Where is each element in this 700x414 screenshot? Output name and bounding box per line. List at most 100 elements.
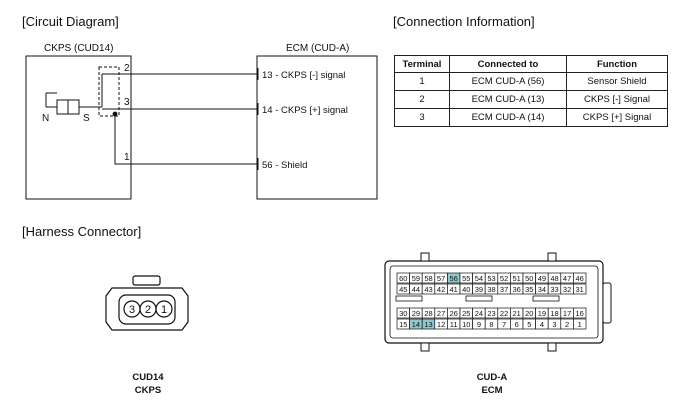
cuda-pin-number: 47 xyxy=(563,274,571,283)
cuda-pin-number: 58 xyxy=(424,274,432,283)
ecm-label: ECM (CUD-A) xyxy=(286,43,349,54)
cuda-pin-number: 45 xyxy=(399,285,407,294)
cuda-pin-number: 42 xyxy=(437,285,445,294)
circuit-diagram-title: [Circuit Diagram] xyxy=(22,14,119,29)
cuda-pin-number: 22 xyxy=(500,309,508,318)
cuda-pin-number: 1 xyxy=(578,320,582,329)
sensor-s-label: S xyxy=(83,113,90,124)
table-header-row: Terminal Connected to Function xyxy=(394,55,668,73)
ecm-pin-label: 13 - CKPS [-] signal xyxy=(262,70,345,81)
cuda-pin-number: 2 xyxy=(565,320,569,329)
cuda-pin-number: 3 xyxy=(552,320,556,329)
connection-table: Terminal Connected to Function 1 ECM CUD… xyxy=(394,55,668,127)
wire-pin-number: 3 xyxy=(124,97,130,108)
harness-connector-title: [Harness Connector] xyxy=(22,224,141,239)
cud14-caption-id: CUD14 xyxy=(132,372,164,383)
cuda-pin-number: 36 xyxy=(513,285,521,294)
cuda-pin-number: 38 xyxy=(487,285,495,294)
cuda-pin-number: 44 xyxy=(412,285,420,294)
cuda-pin-number: 39 xyxy=(475,285,483,294)
cud14-connector: 3 2 1 xyxy=(105,275,189,331)
cuda-pin-number: 28 xyxy=(424,309,432,318)
cuda-pin-cell xyxy=(573,307,587,319)
cuda-pin-number: 31 xyxy=(576,285,584,294)
table-row: 1 ECM CUD-A (56) Sensor Shield xyxy=(394,72,668,91)
wire-pin-number: 1 xyxy=(124,152,130,163)
cuda-pin-number: 52 xyxy=(500,274,508,283)
cuda-pin-number: 9 xyxy=(477,320,481,329)
cuda-pin-number: 33 xyxy=(550,285,558,294)
table-cell: 3 xyxy=(394,108,450,127)
table-cell: Sensor Shield xyxy=(566,72,668,91)
cuda-pin-number: 14 xyxy=(412,320,420,329)
cuda-pin-number: 46 xyxy=(576,274,584,283)
cuda-pin-number: 54 xyxy=(475,274,483,283)
sensor-n-label: N xyxy=(42,113,49,124)
cuda-pin-number: 26 xyxy=(450,309,458,318)
cuda-pin-number: 49 xyxy=(538,274,546,283)
cuda-pin-number: 51 xyxy=(513,274,521,283)
cuda-pin-number: 57 xyxy=(437,274,445,283)
cuda-pin-number: 24 xyxy=(475,309,483,318)
ecm-box xyxy=(256,55,378,200)
cud14-pin: 1 xyxy=(161,304,167,316)
cuda-pin-number: 37 xyxy=(500,285,508,294)
cuda-pin-cell xyxy=(573,318,587,330)
table-cell: CKPS [-] Signal xyxy=(566,90,668,109)
cuda-pin-number: 13 xyxy=(424,320,432,329)
cuda-pin-number: 59 xyxy=(412,274,420,283)
wire-pin1-shield xyxy=(114,114,258,165)
cuda-caption-name: ECM xyxy=(481,385,502,396)
cud14-caption-name: CKPS xyxy=(135,385,161,396)
cuda-pin-cell xyxy=(573,272,587,284)
cuda-pin-cell xyxy=(573,283,587,295)
wire-pin-number: 2 xyxy=(124,63,130,74)
cuda-pin-number: 48 xyxy=(550,274,558,283)
cuda-pin-number: 8 xyxy=(489,320,493,329)
cuda-pin-number: 30 xyxy=(399,309,407,318)
table-cell: ECM CUD-A (56) xyxy=(449,72,567,91)
table-header: Function xyxy=(566,55,668,73)
cuda-pin-number: 15 xyxy=(399,320,407,329)
cuda-pin-number: 35 xyxy=(525,285,533,294)
cuda-pin-number: 17 xyxy=(563,309,571,318)
cuda-pin-number: 20 xyxy=(525,309,533,318)
ecm-pin-label: 56 - Shield xyxy=(262,160,307,171)
cuda-pin-number: 5 xyxy=(527,320,531,329)
table-cell: ECM CUD-A (13) xyxy=(449,90,567,109)
cuda-pin-number: 34 xyxy=(538,285,546,294)
shield-junction-dot xyxy=(112,111,118,117)
cuda-pin-number: 19 xyxy=(538,309,546,318)
cuda-pin-number: 53 xyxy=(487,274,495,283)
ckps-box xyxy=(25,55,132,200)
cuda-pin-number: 25 xyxy=(462,309,470,318)
ckps-label: CKPS (CUD14) xyxy=(44,43,113,54)
cuda-pin-number: 21 xyxy=(513,309,521,318)
cuda-pin-number: 7 xyxy=(502,320,506,329)
cuda-pin-number: 43 xyxy=(424,285,432,294)
cuda-pin-number: 4 xyxy=(540,320,544,329)
cuda-pin-number: 12 xyxy=(437,320,445,329)
cuda-pin-number: 56 xyxy=(450,274,458,283)
table-cell: ECM CUD-A (14) xyxy=(449,108,567,127)
table-row: 2 ECM CUD-A (13) CKPS [-] Signal xyxy=(394,90,668,109)
cuda-pin-number: 50 xyxy=(525,274,533,283)
table-header: Connected to xyxy=(449,55,567,73)
cuda-pin-number: 18 xyxy=(550,309,558,318)
cuda-pin-number: 23 xyxy=(487,309,495,318)
cuda-pin-number: 29 xyxy=(412,309,420,318)
table-cell: 2 xyxy=(394,90,450,109)
connection-info-title: [Connection Information] xyxy=(393,14,535,29)
shield-outline xyxy=(98,66,120,117)
cud14-pin: 2 xyxy=(145,304,151,316)
cuda-pin-number: 10 xyxy=(462,320,470,329)
cuda-pin-number: 6 xyxy=(515,320,519,329)
cuda-pin-number: 40 xyxy=(462,285,470,294)
table-header: Terminal xyxy=(394,55,450,73)
cuda-pin-number: 32 xyxy=(563,285,571,294)
cuda-pin-number: 41 xyxy=(450,285,458,294)
cuda-pin-number: 60 xyxy=(399,274,407,283)
cuda-caption-id: CUD-A xyxy=(477,372,508,383)
cud14-pin: 3 xyxy=(129,304,135,316)
